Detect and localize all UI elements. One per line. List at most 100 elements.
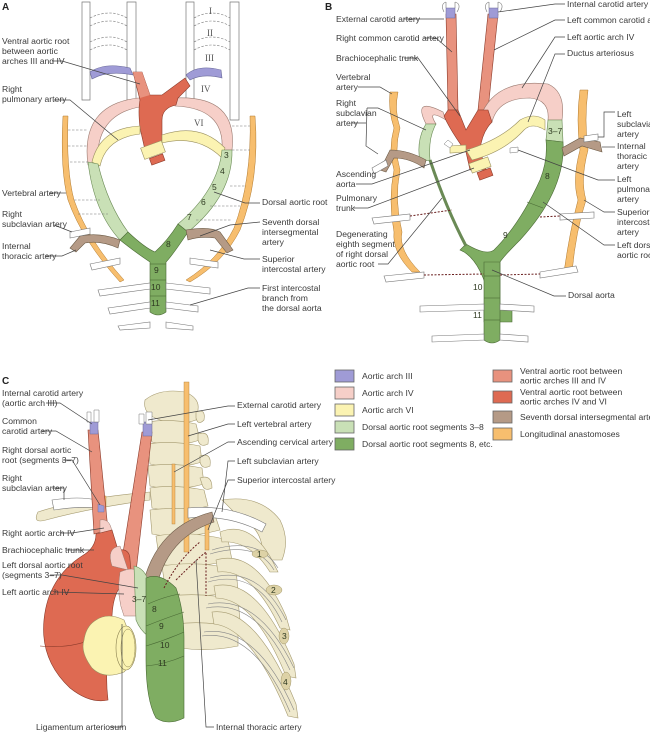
- panel-c-seg-8: 8: [152, 604, 157, 614]
- legend-swatch: [334, 369, 355, 383]
- rib-number-2-tag: [265, 584, 283, 596]
- panel-a-arch-III-right: [89, 65, 134, 80]
- panel-a-right-vertebral: [61, 115, 125, 283]
- legend-item-dorsal-root-3-8: Dorsal aortic root segments 3–8: [334, 420, 484, 434]
- panel-c-seg-11: 11: [158, 658, 167, 668]
- panel-b-right-common-carotid: [445, 13, 459, 111]
- label-vertebral-artery: Vertebral artery: [2, 188, 61, 198]
- rib-number-1-tag: [251, 549, 269, 559]
- legend-label: Dorsal aortic root segments 3–8: [362, 422, 484, 432]
- panel-a-right-dorsal-root: [87, 161, 129, 241]
- panel-a-arch-III-left: [185, 67, 223, 81]
- label-b-left-common-carotid: Left common carotid artery: [567, 15, 650, 25]
- panel-c-seg-3-7: 3–7: [132, 594, 146, 604]
- rib-3: 3: [282, 631, 287, 641]
- legend-label: Aortic arch IV: [362, 388, 414, 398]
- panel-b-seventh-right: [379, 149, 427, 173]
- panel-a-seventh-left: [185, 228, 234, 254]
- label-c-left-vertebral: Left vertebral artery: [237, 419, 312, 429]
- label-c-superior-intercostal: Superior intercostal artery: [237, 475, 336, 485]
- seg-6: 6: [201, 197, 206, 207]
- panel-a-letter: A: [2, 2, 9, 13]
- label-b-dorsal-aorta: Dorsal aorta: [568, 290, 615, 300]
- panel-b-seg-11: 11: [473, 310, 482, 320]
- label-c-ligamentum-arteriosum: Ligamentum arteriosum: [36, 722, 126, 732]
- label-b-internal-carotid: Internal carotid artery: [567, 0, 649, 9]
- label-c-left-dorsal-root: Left dorsal aortic root(segments 3–7): [2, 560, 83, 580]
- label-c-internal-thoracic: Internal thoracic artery: [216, 722, 302, 732]
- panel-c-left-vertebral: [183, 381, 190, 553]
- panel-b-right-arch: [421, 105, 447, 125]
- legend-label: Dorsal aortic root segments 8, etc.: [362, 439, 493, 449]
- legend-swatch: [492, 427, 513, 441]
- seg-3: 3: [224, 150, 229, 160]
- label-b-brachiocephalic: Brachiocephalic trunk: [336, 53, 419, 63]
- legend-item-aortic-arch-III: Aortic arch III: [334, 369, 413, 383]
- panel-b-right-dorsal-root: [418, 123, 437, 163]
- seg-7: 7: [187, 212, 192, 222]
- label-c-left-subclavian: Left subclavian artery: [237, 456, 319, 466]
- legend-swatch: [334, 420, 355, 434]
- label-b-left-pulmonary: Leftpulmonaryartery: [617, 174, 650, 204]
- panel-a-pulmonary-trunk: [140, 140, 166, 160]
- seg-9: 9: [154, 265, 159, 275]
- label-c-ascending-cervical: Ascending cervical artery: [237, 437, 334, 447]
- panel-c: C: [2, 376, 336, 732]
- panel-c-right-common-carotid: [87, 429, 109, 535]
- legend-item-aortic-arch-IV: Aortic arch IV: [334, 386, 414, 400]
- rib-number-3-tag: [278, 627, 290, 645]
- panel-b-letter: B: [325, 2, 332, 13]
- panel-b-right-internal-carotid: [445, 7, 456, 19]
- rib-number-4-tag: [280, 671, 292, 691]
- panel-b-right-pulmonary: [449, 144, 467, 154]
- legend-item-dorsal-root-8-etc: Dorsal aortic root segments 8, etc.: [334, 437, 493, 451]
- seg-11: 11: [151, 298, 160, 308]
- label-c-brachiocephalic: Brachiocephalic trunk: [2, 545, 85, 555]
- panel-b: B 3–7 8 9 10 11: [325, 0, 650, 344]
- seg-4: 4: [220, 166, 225, 176]
- legend: Aortic arch III Aortic arch IV Aortic arch…: [334, 366, 650, 451]
- arch-label-II: II: [207, 28, 213, 38]
- arch-label-I: I: [209, 6, 212, 16]
- legend-swatch: [334, 437, 355, 451]
- panel-b-left-arch-IV: [479, 82, 563, 123]
- seg-8: 8: [166, 239, 171, 249]
- arch-label-III: III: [205, 53, 214, 63]
- legend-item-seventh-intersegmental: Seventh dorsal intersegmental artery: [492, 410, 650, 424]
- panel-c-seg-10: 10: [160, 640, 170, 650]
- legend-label: Seventh dorsal intersegmental artery: [520, 412, 650, 422]
- panel-b-left-vertebral: [563, 89, 589, 273]
- panel-a-left-vertebral: [185, 115, 257, 283]
- seg-10: 10: [151, 282, 161, 292]
- legend-label: Aortic arch VI: [362, 405, 414, 415]
- panel-c-letter: C: [2, 376, 9, 387]
- arch-label-IV: IV: [201, 84, 211, 94]
- panel-b-pulmonary-trunk: [468, 156, 492, 174]
- label-b-ductus-arteriosus: Ductus arteriosus: [567, 48, 634, 58]
- label-c-internal-carotid: Internal carotid artery(aortic arch III): [2, 388, 84, 408]
- panel-c-descending-aorta: [145, 576, 185, 723]
- panel-a: A I II III IV VI: [2, 1, 328, 331]
- label-c-external-carotid: External carotid artery: [237, 400, 322, 410]
- panel-b-seg-10: 10: [473, 282, 483, 292]
- panel-b-intercostals: [371, 133, 599, 343]
- panel-b-seg-9: 9: [503, 230, 508, 240]
- panel-b-degenerating-root: [428, 159, 468, 247]
